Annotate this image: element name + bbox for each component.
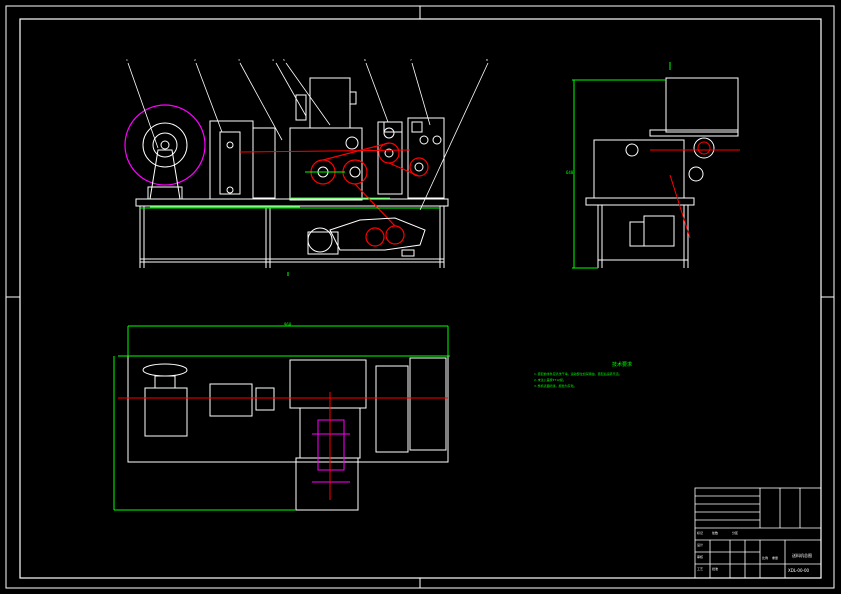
title-block: [694, 487, 822, 579]
note-line-2: 2.未注公差按IT12级。: [534, 378, 566, 382]
material-reel: [124, 104, 206, 200]
label-design: 设计: [697, 543, 704, 547]
drawing-name: 送料机总图: [792, 553, 812, 558]
label-scale: 比例: [762, 556, 769, 560]
callout-6: 6: [364, 58, 366, 62]
callout-8: 8: [486, 58, 488, 62]
center-marks: [6, 6, 834, 588]
label-process: 工艺: [697, 567, 704, 571]
label-mark: 标记: [697, 531, 704, 535]
callout-5: 5: [283, 58, 285, 62]
inner-frame: [19, 18, 822, 579]
callout-1: 1: [126, 58, 128, 62]
drawing-number: XDL-00-00: [788, 568, 810, 573]
dimension-side-height: 640: [566, 170, 574, 175]
label-approve: 批准: [712, 567, 719, 571]
label-weight: 重量: [772, 556, 779, 560]
top-view: [113, 325, 450, 511]
callout-leaders: [127, 62, 489, 211]
label-zone: 分区: [732, 531, 739, 535]
label-count: 处数: [712, 531, 719, 535]
side-view: [572, 62, 740, 269]
callout-2: 2: [194, 58, 196, 62]
callout-7: 7: [410, 58, 412, 62]
note-line-1: 1.装配前零件应清洗干净，运动部位加润滑油，装配后运转灵活。: [534, 372, 622, 376]
note-line-3: 3.整机表面喷漆，颜色为灰色。: [534, 384, 577, 388]
notes-title: 技术要求: [612, 362, 633, 368]
dimension-overall-length: 960: [284, 322, 292, 327]
callout-3: 3: [238, 58, 240, 62]
front-view: [124, 62, 489, 276]
label-review: 审核: [697, 555, 704, 559]
callout-4: 4: [272, 58, 274, 62]
outer-frame: [5, 5, 835, 589]
